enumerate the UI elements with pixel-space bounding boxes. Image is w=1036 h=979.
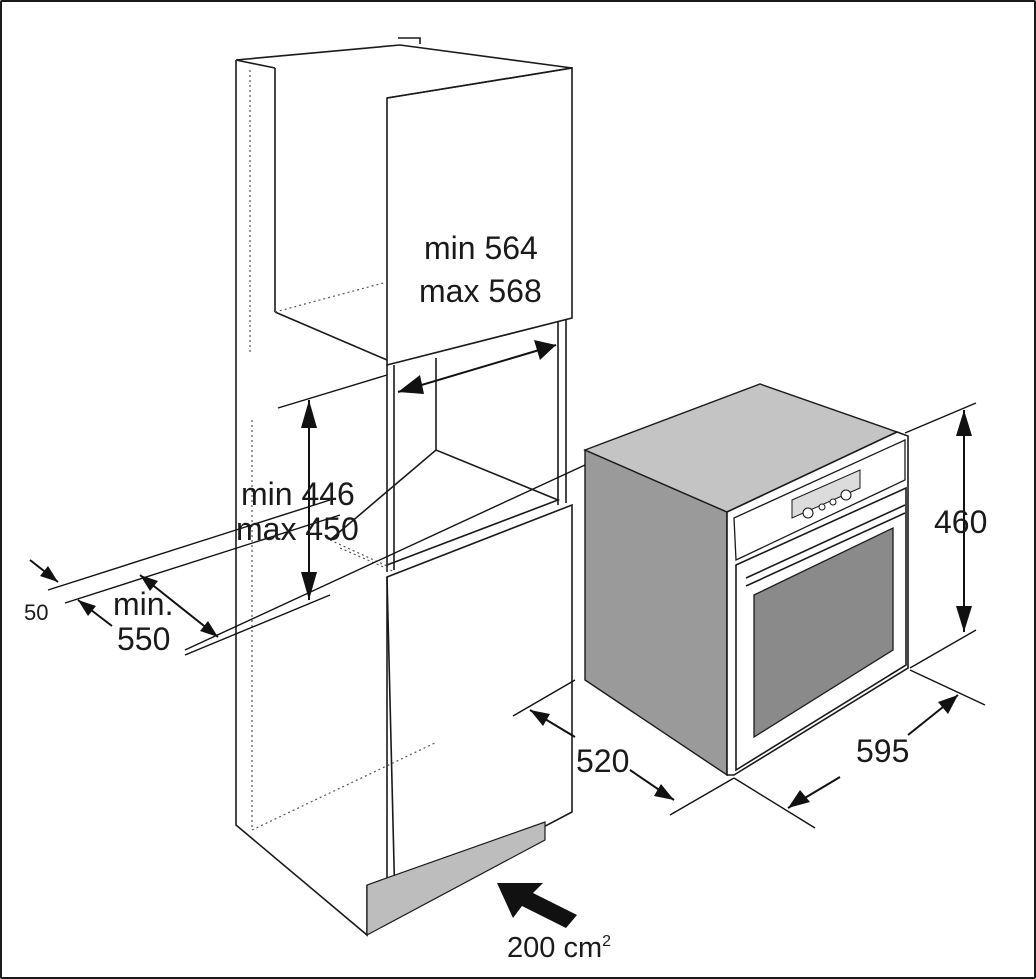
dimension-oven-depth [512, 679, 735, 816]
vent-strip [366, 821, 546, 937]
dimension-niche-width [397, 340, 557, 394]
knob-icon [840, 489, 852, 501]
oven-window [753, 526, 894, 739]
dimension-oven-height [904, 402, 977, 669]
oven-height-label: 460 [934, 504, 987, 540]
oven [583, 383, 909, 777]
vent-area-label: 200 cm2 [507, 932, 611, 964]
cabinet-column [235, 37, 573, 937]
vent-area-superscript: 2 [602, 933, 611, 950]
dimension-niche-height [184, 374, 388, 656]
depth-min-label: min. [113, 586, 173, 622]
back-gap-label: 50 [24, 600, 48, 625]
dimension-oven-width [733, 669, 986, 829]
depth-min-value: 550 [117, 621, 170, 657]
oven-width-label: 595 [856, 733, 909, 769]
niche-width-max-label: max 568 [419, 273, 542, 309]
niche-height-max-label: max 450 [236, 511, 359, 547]
niche-height-min-label: min 446 [241, 476, 355, 512]
knob-icon [829, 498, 837, 506]
display [791, 469, 861, 519]
oven-depth-label: 520 [576, 743, 629, 779]
niche-width-min-label: min 564 [424, 230, 538, 266]
airflow-arrow-icon [497, 883, 577, 928]
dimension-depth [29, 464, 586, 651]
knob-icon [802, 507, 814, 519]
vent-area-value: 200 cm [507, 932, 602, 964]
knob-icon [818, 503, 826, 511]
